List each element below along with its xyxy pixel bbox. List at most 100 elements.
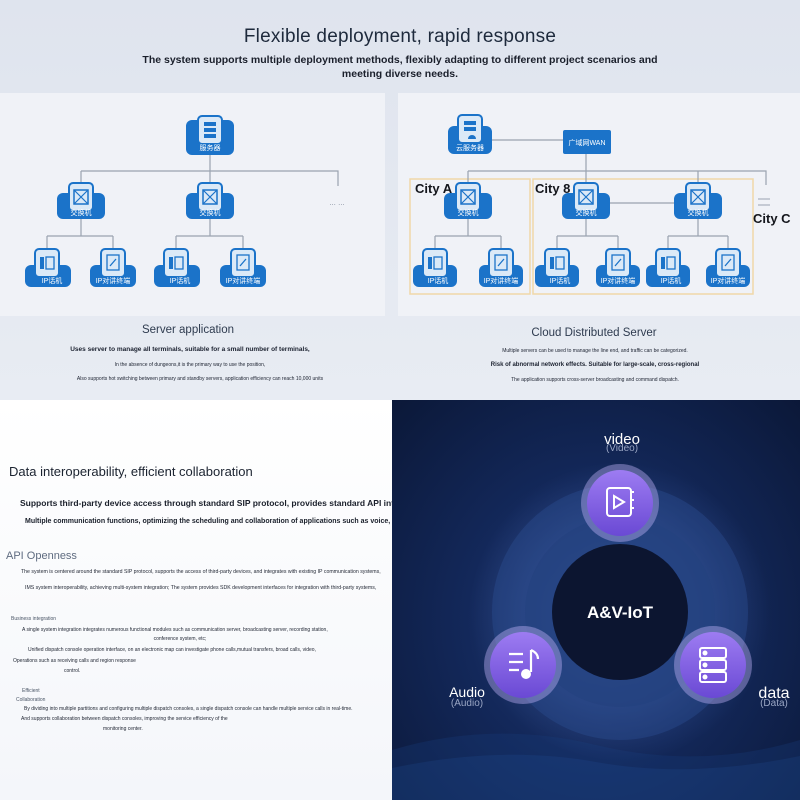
terminal-node: IP话机	[413, 248, 457, 287]
interop-title: Data interoperability, efficient collabo…	[9, 464, 253, 479]
audio-node	[484, 626, 562, 704]
city-a-frame	[409, 178, 531, 295]
svg-text:IP话机: IP话机	[661, 276, 682, 285]
core-circle	[552, 544, 688, 680]
interop-line: Supports third-party device access throu…	[20, 498, 490, 508]
svg-text:IP对讲终端: IP对讲终端	[601, 276, 636, 285]
ip-phone-icon	[422, 248, 448, 278]
svg-text:IP话机: IP话机	[550, 276, 571, 285]
wan-label: 广域网WAN	[568, 138, 605, 147]
video-label: video	[604, 431, 640, 448]
api-line: The system is centered around the standa…	[21, 569, 381, 575]
section-subtitle: The system supports multiple deployment …	[142, 54, 658, 80]
terminal-node: IP对讲终端	[479, 248, 523, 287]
data-node	[674, 626, 752, 704]
data-label: data	[758, 685, 790, 702]
server-app-line: Also supports hot switching between prim…	[76, 376, 324, 382]
switch-label: 交换机	[200, 208, 221, 217]
terminal-node: IP话机	[25, 248, 71, 287]
video-node	[581, 464, 659, 542]
svg-text:交换机: 交换机	[576, 208, 597, 217]
particle-wave	[392, 733, 800, 800]
ip-phone-icon	[655, 248, 681, 278]
business-line: conference system, etc;	[153, 636, 207, 642]
svg-text:IP话机: IP话机	[170, 276, 191, 285]
collab-line: By dividing into multiple partitions and…	[24, 706, 353, 712]
switch-node: 交换机	[562, 182, 610, 219]
svg-text:IP对讲终端: IP对讲终端	[96, 276, 131, 285]
interoperability-section: Data interoperability, efficient collabo…	[0, 400, 489, 800]
city-8-frame	[532, 178, 754, 295]
business-line: A single system integration integrates n…	[22, 627, 328, 633]
svg-text:IP对讲终端: IP对讲终端	[711, 276, 746, 285]
cloud-server-title: Cloud Distributed Server	[531, 327, 657, 339]
terminal-node: IP对讲终端	[90, 248, 136, 287]
svg-text:云服务器: 云服务器	[456, 143, 484, 152]
business-line: Unified dispatch console operation inter…	[28, 647, 316, 653]
data-sublabel: (Data)	[760, 698, 788, 709]
switch-icon	[68, 182, 94, 212]
cloud-server-icon	[457, 114, 483, 144]
server-icon	[197, 115, 223, 145]
city-a-label: City A	[415, 181, 453, 196]
server-app-line: Uses server to manage all terminals, sui…	[70, 346, 310, 353]
ip-phone-icon	[544, 248, 570, 278]
switch-node: 交换机	[186, 182, 234, 219]
switch-node: 交换机	[57, 182, 105, 219]
cloud-distributed-diagram: 云服务器 广域网WAN 交换机	[398, 93, 800, 316]
business-label: Business integration	[11, 616, 57, 622]
music-note-icon	[509, 648, 540, 679]
switch-label: 交换机	[71, 208, 92, 217]
svg-text:IP话机: IP话机	[428, 276, 449, 285]
ellipsis: ... ...	[329, 198, 345, 207]
intercom-icon	[488, 248, 514, 278]
switch-icon	[573, 182, 599, 212]
business-line: control.	[64, 668, 81, 674]
switch-icon	[685, 182, 711, 212]
terminal-node: IP话机	[535, 248, 579, 287]
audio-label: Audio	[449, 684, 485, 700]
api-line: IMS system interoperability, achieving m…	[25, 585, 377, 591]
server-node: 服务器	[186, 115, 234, 155]
collab-label: Collaboration	[16, 697, 46, 703]
business-line: Operations such as receiving calls and r…	[13, 658, 136, 664]
av-iot-graphic: A&V-IoT	[392, 400, 800, 800]
video-icon	[606, 487, 634, 517]
switch-node: 交换机	[674, 182, 722, 219]
intercom-icon	[100, 248, 126, 278]
svg-text:交换机: 交换机	[458, 208, 479, 217]
svg-text:IP话机: IP话机	[42, 276, 63, 285]
svg-text:IP对讲终端: IP对讲终端	[484, 276, 519, 285]
terminal-node: IP对讲终端	[220, 248, 266, 287]
wan-node: 广域网WAN	[563, 130, 611, 154]
ellipsis-marks	[758, 198, 770, 206]
ip-phone-icon	[163, 248, 189, 278]
deployment-section: Flexible deployment, rapid response The …	[0, 0, 800, 400]
core-label: A&V-IoT	[587, 603, 654, 622]
city-8-label: City 8	[535, 181, 571, 196]
terminal-node: IP话机	[154, 248, 200, 287]
api-title: API Openness	[6, 550, 77, 562]
switch-node: 交换机	[444, 182, 492, 219]
interop-line: Multiple communication functions, optimi…	[25, 518, 480, 525]
video-sublabel: (Video)	[605, 443, 639, 454]
server-application-diagram: 服务器 交换机 交换机 IP话机 IP对讲终端	[0, 93, 385, 316]
ip-phone-icon	[34, 248, 60, 278]
cloud-server-line: Risk of abnormal network effects. Suitab…	[490, 362, 700, 368]
svg-text:交换机: 交换机	[688, 208, 709, 217]
collab-line: monitoring center.	[103, 726, 143, 732]
section-title: Flexible deployment, rapid response	[243, 26, 557, 47]
collab-label: Efficient	[22, 688, 40, 694]
intercom-icon	[230, 248, 256, 278]
cloud-server-line: Multiple servers can be used to manage t…	[502, 348, 688, 354]
intercom-icon	[605, 248, 631, 278]
cloud-server-line: The application supports cross-server br…	[511, 377, 679, 383]
switch-icon	[455, 182, 481, 212]
terminal-node: IP话机	[646, 248, 690, 287]
collab-line: And supports collaboration between dispa…	[21, 716, 228, 722]
audio-sublabel: (Audio)	[450, 698, 484, 709]
server-app-title: Server application	[141, 324, 235, 336]
svg-text:IP对讲终端: IP对讲终端	[226, 276, 261, 285]
switch-icon	[197, 182, 223, 212]
city-c-label: City C	[753, 211, 791, 226]
